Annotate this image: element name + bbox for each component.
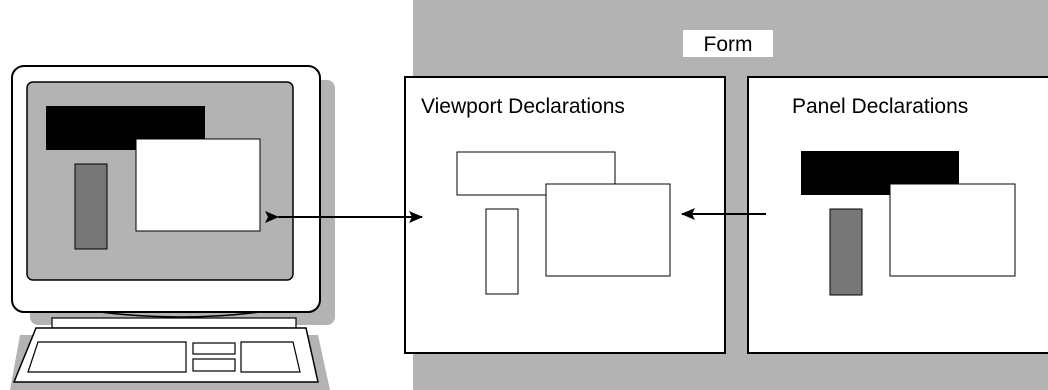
computer-icon (10, 65, 335, 390)
keyboard-numpad (240, 341, 301, 373)
panel-declarations-title: Panel Declarations (792, 95, 968, 118)
keyboard-nav-keys-bottom (192, 358, 236, 372)
form-title: Form (704, 33, 753, 56)
viewport-declarations-title: Viewport Declarations (421, 95, 625, 118)
screen-white-window (135, 138, 261, 232)
keyboard-main-keys (27, 341, 187, 373)
viewport-declarations-box: Viewport Declarations (404, 76, 726, 354)
keyboard-top (51, 317, 297, 329)
screen-gray-panel (74, 163, 108, 250)
arrows (265, 208, 766, 223)
viewport-tall-window (485, 208, 519, 295)
form-label-box (683, 30, 773, 57)
monitor-stand (99, 311, 261, 318)
panel-gray-bar (829, 208, 863, 296)
panel-white-window (889, 183, 1016, 277)
panel-declarations-box: Panel Declarations (747, 76, 1048, 354)
keyboard-nav-keys-top (192, 342, 236, 355)
viewport-large-window (545, 183, 671, 277)
